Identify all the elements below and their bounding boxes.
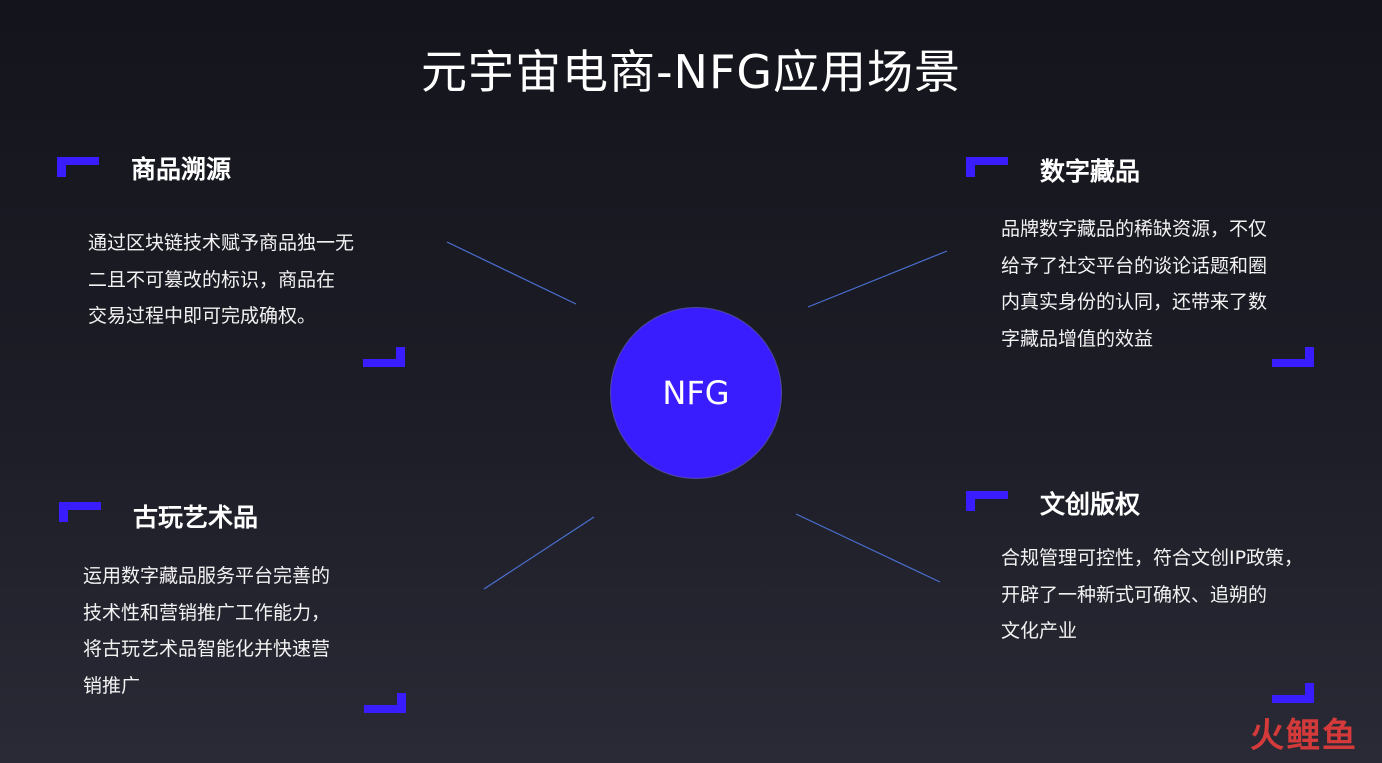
- card-text-line: 字藏品增值的效益: [1001, 327, 1154, 350]
- card-text-line: 销推广: [83, 674, 141, 697]
- card-text-line: 交易过程中即可完成确权。: [88, 305, 317, 327]
- card-title: 古玩艺术品: [133, 503, 259, 532]
- card-text-line: 运用数字藏品服务平台完善的: [83, 565, 331, 587]
- card-title: 文创版权: [1040, 490, 1141, 519]
- bracket-top-left: [966, 157, 1008, 177]
- watermark-char: 火: [1250, 716, 1286, 756]
- card-title: 数字藏品: [1040, 157, 1141, 186]
- card-text-line: 文化产业: [1001, 620, 1078, 642]
- card-text-line: 内真实身份的认同，还带来了数: [1001, 291, 1268, 313]
- bracket-top-left: [59, 502, 101, 522]
- connector-line-top-left: [446, 241, 577, 305]
- bracket-bottom-right: [1272, 683, 1314, 703]
- card-text-line: 给予了社交平台的谈论话题和圈: [1001, 254, 1268, 277]
- watermark-logo: 火鲤鱼: [1250, 708, 1358, 757]
- card-text-line: 将古玩艺术品智能化并快速营: [83, 638, 331, 660]
- card-text-line: 通过区块链技术赋予商品独一无: [88, 232, 355, 254]
- card-description: 通过区块链技术赋予商品独一无 二且不可篡改的标识，商品在 交易过程中即可完成确权…: [88, 225, 354, 335]
- card-description: 品牌数字藏品的稀缺资源，不仅 给予了社交平台的谈论话题和圈 内真实身份的认同，还…: [1001, 211, 1267, 357]
- page-title: 元宇宙电商-NFG应用场景: [420, 45, 962, 99]
- card-title: 商品溯源: [131, 155, 232, 184]
- card-description: 运用数字藏品服务平台完善的 技术性和营销推广工作能力， 将古玩艺术品智能化并快速…: [83, 558, 330, 704]
- watermark-char: 鲤: [1286, 716, 1322, 756]
- bracket-bottom-right: [364, 693, 406, 713]
- card-text-line: 合规管理可控性，符合文创IP政策，: [1001, 547, 1304, 569]
- watermark-char: 鱼: [1322, 716, 1358, 756]
- card-text-line: 二且不可篡改的标识，商品在: [88, 268, 336, 291]
- center-node: NFG: [611, 308, 781, 478]
- card-text-line: 品牌数字藏品的稀缺资源，不仅: [1001, 218, 1268, 240]
- card-text-line: 开辟了一种新式可确权、追朔的: [1001, 583, 1268, 606]
- connector-line-top-right: [807, 250, 948, 308]
- bracket-top-left: [966, 491, 1008, 511]
- bracket-bottom-right: [1272, 347, 1314, 367]
- bracket-top-left: [57, 157, 99, 177]
- connector-line-bottom-right: [795, 513, 941, 583]
- bracket-bottom-right: [363, 347, 405, 367]
- card-description: 合规管理可控性，符合文创IP政策， 开辟了一种新式可确权、追朔的 文化产业: [1001, 540, 1303, 650]
- card-text-line: 技术性和营销推广工作能力，: [83, 601, 331, 624]
- connector-line-bottom-left: [483, 516, 595, 590]
- center-label: NFG: [662, 374, 730, 412]
